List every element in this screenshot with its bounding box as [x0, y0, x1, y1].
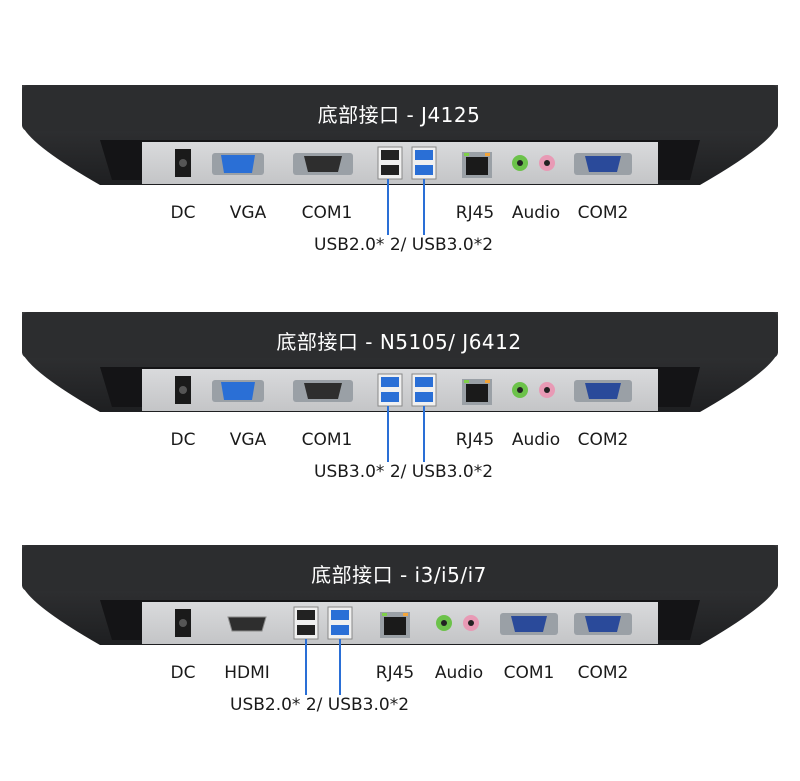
usb3-port-icon — [411, 146, 437, 180]
port-label-vga: VGA — [229, 203, 267, 223]
panel-title: 底部接口 - J4125 — [317, 103, 481, 127]
port-label-audio: Audio — [511, 430, 561, 450]
panel-title: 底部接口 - i3/i5/i7 — [311, 563, 487, 587]
port-label-dc: DC — [170, 663, 196, 683]
dc-port-icon — [175, 376, 191, 404]
audio-port-icon — [512, 155, 555, 171]
usb-note: USB2.0* 2/ USB3.0*2 — [314, 235, 494, 255]
rj45-port-icon — [380, 612, 410, 638]
port-label-rj45: RJ45 — [455, 203, 495, 223]
vga-port-icon — [212, 380, 264, 402]
device-bottom-illustration — [22, 312, 778, 462]
port-label-dc: DC — [170, 203, 196, 223]
port-label-dc: DC — [170, 430, 196, 450]
port-label-vga: VGA — [229, 430, 267, 450]
com2-port-icon — [574, 380, 632, 402]
port-label-rj45: RJ45 — [375, 663, 415, 683]
port-label-com1: COM1 — [301, 203, 353, 223]
com1-port-icon — [293, 380, 353, 402]
rj45-port-icon — [462, 379, 492, 405]
port-label-com1: COM1 — [503, 663, 555, 683]
usb-note: USB2.0* 2/ USB3.0*2 — [230, 695, 410, 715]
audio-port-icon — [436, 615, 479, 631]
com2-port-icon — [574, 153, 632, 175]
port-label-audio: Audio — [511, 203, 561, 223]
port-label-com2: COM2 — [577, 430, 629, 450]
port-label-audio: Audio — [434, 663, 484, 683]
usb2-port-icon — [293, 606, 319, 640]
usb3-port-icon — [327, 606, 353, 640]
com1-port-icon — [293, 153, 353, 175]
usb2-port-icon — [377, 146, 403, 180]
port-label-com1: COM1 — [301, 430, 353, 450]
dc-port-icon — [175, 609, 191, 637]
com2-port-icon — [574, 613, 632, 635]
port-label-hdmi: HDMI — [224, 663, 270, 683]
port-label-com2: COM2 — [577, 203, 629, 223]
panel-n5105-j6412: 底部接口 - N5105/ J6412 DC VGA COM1 RJ45 Aud… — [0, 312, 800, 512]
port-label-com2: COM2 — [577, 663, 629, 683]
usb3-port-icon — [377, 373, 403, 407]
com1-port-icon — [500, 613, 558, 635]
hdmi-port-icon — [227, 616, 267, 632]
usb3-port-icon — [411, 373, 437, 407]
audio-port-icon — [512, 382, 555, 398]
usb-note: USB3.0* 2/ USB3.0*2 — [314, 462, 494, 482]
vga-port-icon — [212, 153, 264, 175]
panel-title: 底部接口 - N5105/ J6412 — [276, 330, 522, 354]
device-bottom-illustration — [22, 85, 778, 235]
panel-i3-i5-i7: 底部接口 - i3/i5/i7 DC HDMI RJ45 Audio COM1 … — [0, 545, 800, 745]
port-label-rj45: RJ45 — [455, 430, 495, 450]
dc-port-icon — [175, 149, 191, 177]
rj45-port-icon — [462, 152, 492, 178]
device-bottom-illustration — [22, 545, 778, 695]
panel-j4125: 底部接口 - J4125 DC VGA COM1 RJ45 Audio COM2… — [0, 85, 800, 285]
